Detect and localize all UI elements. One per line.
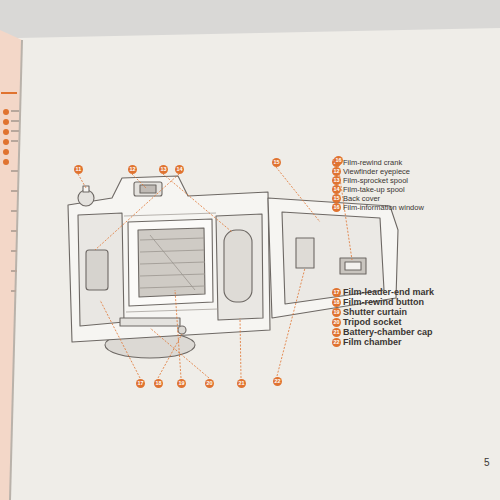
leader-lines: [78, 165, 352, 378]
part-name: Film-rewind button: [343, 298, 424, 307]
callout-number: 16: [332, 203, 341, 212]
callout-number: 11: [74, 165, 83, 174]
callout-number: 15: [332, 194, 341, 203]
callout-number: 16: [334, 156, 343, 165]
part-name: Film chamber: [343, 338, 402, 347]
callout-number: 13: [332, 176, 341, 185]
page: [6, 28, 500, 500]
part-name: Shutter curtain: [343, 308, 407, 317]
left-page: [0, 30, 22, 500]
callout-number: 13: [159, 165, 168, 174]
part-name: Back cover: [343, 195, 380, 203]
part-name: Film-information window: [343, 204, 424, 212]
callout-number: 14: [332, 185, 341, 194]
callout-number: 20: [205, 379, 214, 388]
callout-number: 15: [272, 158, 281, 167]
rail-lines: [124, 213, 218, 312]
callout-number: 18: [154, 379, 163, 388]
callout-number: 19: [177, 379, 186, 388]
part-name: Film-leader-end mark: [343, 288, 434, 297]
part-name: Film-rewind crank: [343, 159, 402, 167]
callout-number: 14: [175, 165, 184, 174]
callout-number: 21: [332, 328, 341, 337]
callout-number: 12: [128, 165, 137, 174]
callout-number: 20: [332, 318, 341, 327]
page-number: 5: [484, 458, 490, 468]
callout-number: 19: [332, 308, 341, 317]
camera-body: [68, 176, 270, 358]
callout-number: 17: [332, 288, 341, 297]
part-name: Battery-chamber cap: [343, 328, 433, 337]
callout-number: 12: [332, 167, 341, 176]
part-name: Tripod socket: [343, 318, 402, 327]
callout-number: 18: [332, 298, 341, 307]
callout-number: 22: [332, 338, 341, 347]
left-page-text: [11, 110, 19, 292]
part-name: Film-sprocket spool: [343, 177, 408, 185]
spine-shadow: [10, 40, 22, 500]
callout-number: 21: [237, 379, 246, 388]
part-name: Film-take-up spool: [343, 186, 405, 194]
shutter-blades: [140, 235, 205, 290]
callout-number: 22: [273, 377, 282, 386]
callout-number: 17: [136, 379, 145, 388]
left-page-marks: [1, 92, 17, 165]
part-name: Viewfinder eyepiece: [343, 168, 410, 176]
